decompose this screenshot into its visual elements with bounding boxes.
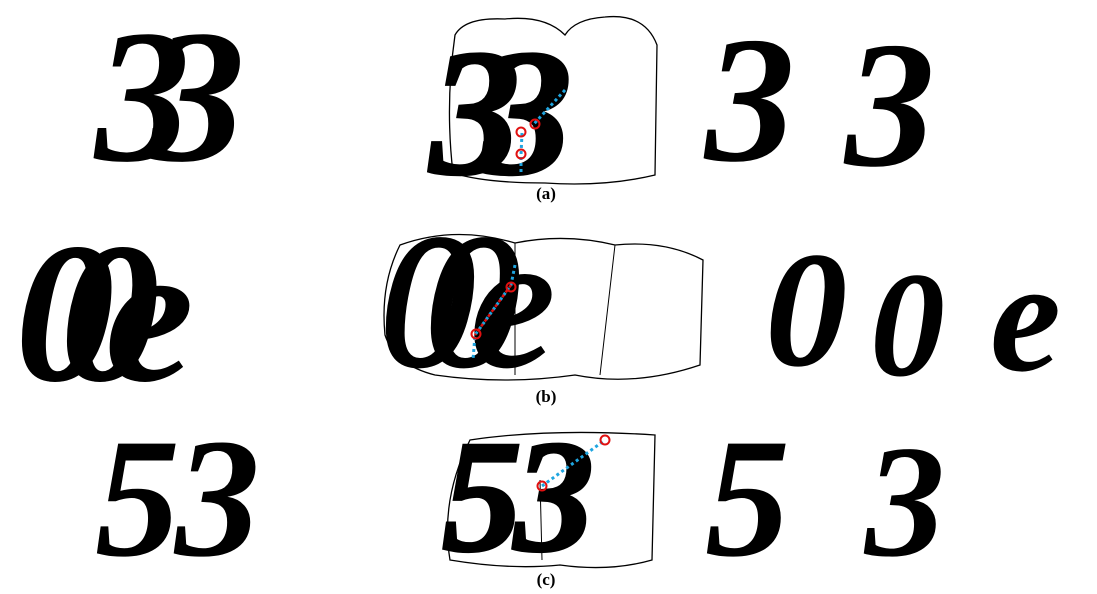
cut-point	[536, 480, 548, 492]
cut-point	[529, 118, 541, 130]
contour-image-b: 00e	[379, 196, 704, 409]
cut-path	[541, 438, 606, 488]
cut-point	[515, 126, 527, 138]
segment-a-1: 3	[703, 0, 795, 199]
contour-text-c: 53	[442, 407, 590, 585]
segment-c-1: 5	[705, 404, 790, 592]
original-text-b: 00e	[15, 203, 190, 424]
figure-row-c: 53 53 5 3 (c)	[0, 404, 1097, 594]
original-image-b: 00e	[15, 203, 245, 424]
contour-text-a: 33	[428, 13, 568, 212]
contour-image-c: 53	[441, 406, 656, 587]
original-image-a: 33	[93, 0, 280, 202]
figure-row-a: 33 33 3 3 (a)	[0, 0, 1097, 214]
background-region-contour	[446, 431, 656, 569]
original-text-a: 33	[93, 0, 240, 202]
contour-image-a: 33	[427, 12, 658, 214]
segment-boundary	[514, 243, 616, 376]
original-image-c: 53	[95, 404, 261, 592]
figure-row-b: 00e 00e 0 0 e (b)	[0, 196, 1097, 425]
cut-point	[470, 328, 482, 340]
segment-a-2: 3	[843, 5, 935, 204]
cut-path-crossing	[473, 284, 513, 336]
caption-c: (c)	[536, 570, 556, 589]
segment-b-1: 0	[765, 218, 848, 401]
cut-point	[515, 148, 527, 160]
contour-text-b: 00e	[380, 197, 551, 407]
background-region-contour	[383, 233, 704, 381]
segment-b-3: e	[990, 227, 1061, 405]
cut-path	[519, 88, 567, 175]
segmented-image-a: 3 3	[703, 0, 935, 204]
original-text-c: 53	[95, 404, 256, 592]
segmented-image-b: 0 0 e	[765, 218, 1061, 408]
caption-a: (a)	[536, 184, 556, 203]
segment-c-2: 3	[863, 412, 945, 590]
segmented-image-c: 5 3	[705, 404, 945, 592]
segment-boundary	[539, 479, 543, 561]
segment-b-2: 0	[870, 242, 945, 408]
background-region-contour	[448, 15, 658, 185]
caption-b: (b)	[535, 387, 557, 406]
cut-point	[599, 434, 611, 446]
cut-point	[505, 281, 517, 293]
